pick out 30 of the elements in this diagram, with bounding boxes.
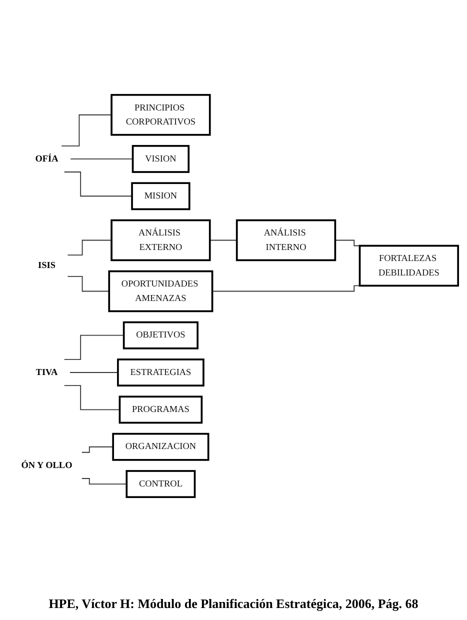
connector: [61, 114, 112, 146]
node-text: OFÍA: [35, 154, 58, 164]
connector: [67, 276, 110, 292]
node-box: PRINCIPIOS CORPORATIVOS: [110, 94, 211, 136]
node-text: TIVA: [36, 367, 58, 378]
connector: [70, 158, 134, 160]
connector: [209, 240, 238, 241]
node-box: ORGANIZACION: [112, 432, 210, 461]
connector: [334, 240, 362, 246]
node-box: ANÁLISIS EXTERNO: [110, 219, 211, 262]
node-box: ESTRATEGIAS: [117, 358, 204, 386]
node-text: ISIS: [38, 260, 56, 270]
node-box: OBJETIVOS: [122, 321, 198, 350]
connector: [64, 385, 120, 410]
node-text: ÓN Y OLLO: [21, 460, 72, 470]
connector: [70, 372, 118, 373]
node-box: VISION: [132, 144, 190, 173]
connector: [81, 446, 114, 453]
node-box: ANÁLISIS INTERNO: [236, 219, 336, 262]
node-box: CONTROL: [126, 470, 196, 498]
node-box: PROGRAMAS: [118, 396, 203, 424]
caption-text: HPE, Víctor H: Módulo de Planificación Estratégica, 2006, Pág. 68: [48, 596, 420, 612]
connector: [212, 285, 362, 292]
connector: [64, 172, 132, 197]
connector: [64, 334, 124, 360]
node-box: FORTALEZAS DEBILIDADES: [358, 244, 459, 287]
node-box: MISION: [131, 182, 190, 210]
connector: [67, 240, 112, 256]
node-box: OPORTUNIDADES AMENAZAS: [108, 270, 214, 312]
connector: [81, 478, 128, 484]
